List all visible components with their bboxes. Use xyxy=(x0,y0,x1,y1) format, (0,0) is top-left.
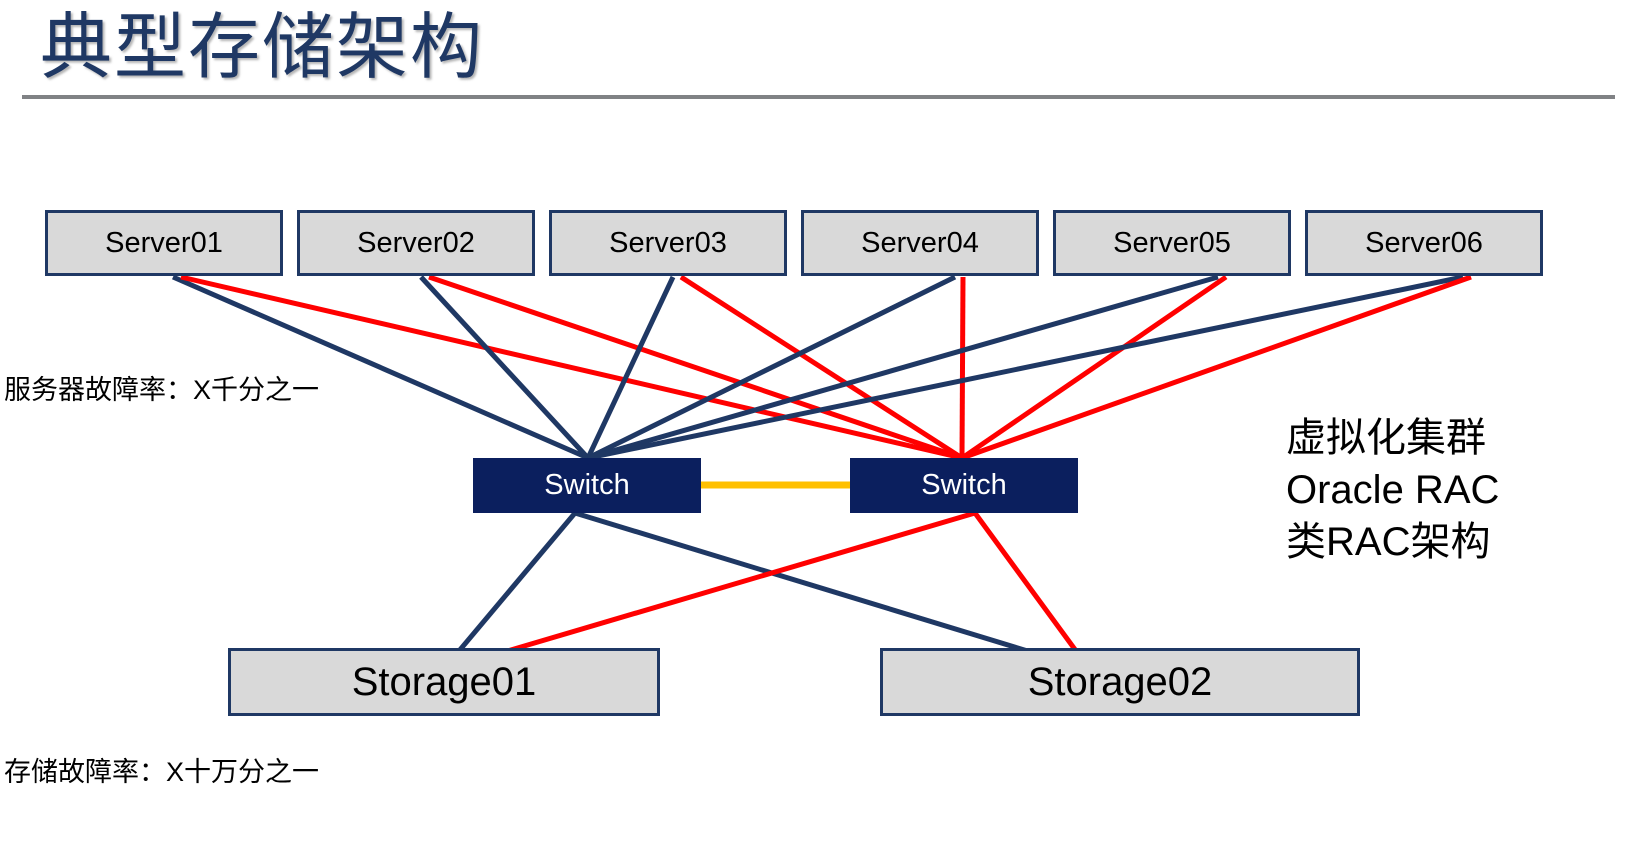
cluster-note: 虚拟化集群 Oracle RAC 类RAC架构 xyxy=(1286,412,1499,568)
server-box-3[interactable]: Server03 xyxy=(549,210,787,276)
storage-label: Storage02 xyxy=(1027,659,1213,704)
server-label: Server06 xyxy=(1365,226,1483,259)
title-divider xyxy=(22,95,1615,99)
page-title: 典型存储架构 xyxy=(40,8,485,88)
switch-label: Switch xyxy=(544,469,630,501)
server-failure-rate-label: 服务器故障率：X千分之一 xyxy=(4,375,320,405)
cluster-note-line-3: 类RAC架构 xyxy=(1286,520,1491,564)
link-server6-switch1 xyxy=(587,274,1464,461)
server-label: Server02 xyxy=(357,226,475,259)
storage-box-2[interactable]: Storage02 xyxy=(880,648,1360,716)
switch-box-2[interactable]: Switch xyxy=(850,458,1078,513)
server-label: Server03 xyxy=(609,226,727,259)
server-box-1[interactable]: Server01 xyxy=(45,210,283,276)
link-server5-switch2 xyxy=(960,274,1228,461)
server-label: Server04 xyxy=(861,226,979,259)
link-server1-switch1 xyxy=(172,274,589,461)
link-server4-switch1 xyxy=(586,274,957,461)
link-server6-switch2 xyxy=(961,274,1472,461)
server-box-5[interactable]: Server05 xyxy=(1053,210,1291,276)
link-server2-switch1 xyxy=(419,275,590,460)
storage-label: Storage01 xyxy=(351,659,537,704)
link-server5-switch1 xyxy=(587,274,1219,461)
server-label: Server01 xyxy=(105,226,223,259)
server-to-switch-links xyxy=(172,274,1472,461)
link-switch2-storage1 xyxy=(442,510,976,673)
switch-label: Switch xyxy=(921,469,1007,501)
server-box-4[interactable]: Server04 xyxy=(801,210,1039,276)
link-server2-switch2 xyxy=(428,274,963,461)
link-switch1-storage2 xyxy=(574,510,1091,673)
storage-failure-rate-label: 存储故障率：X十万分之一 xyxy=(4,757,320,787)
link-server1-switch2 xyxy=(180,274,963,461)
link-server3-switch2 xyxy=(679,274,964,461)
link-server3-switch1 xyxy=(585,275,676,460)
link-switch1-storage1 xyxy=(441,511,577,672)
cluster-note-line-2: Oracle RAC xyxy=(1286,468,1500,512)
switch-box-1[interactable]: Switch xyxy=(473,458,701,513)
server-box-2[interactable]: Server02 xyxy=(297,210,535,276)
storage-box-1[interactable]: Storage01 xyxy=(228,648,660,716)
cluster-note-line-1: 虚拟化集群 xyxy=(1286,416,1486,460)
link-server4-switch2 xyxy=(959,276,966,459)
link-switch2-storage2 xyxy=(972,511,1093,672)
server-box-6[interactable]: Server06 xyxy=(1305,210,1543,276)
switch-to-storage-links xyxy=(441,510,1093,673)
server-label: Server05 xyxy=(1113,226,1231,259)
